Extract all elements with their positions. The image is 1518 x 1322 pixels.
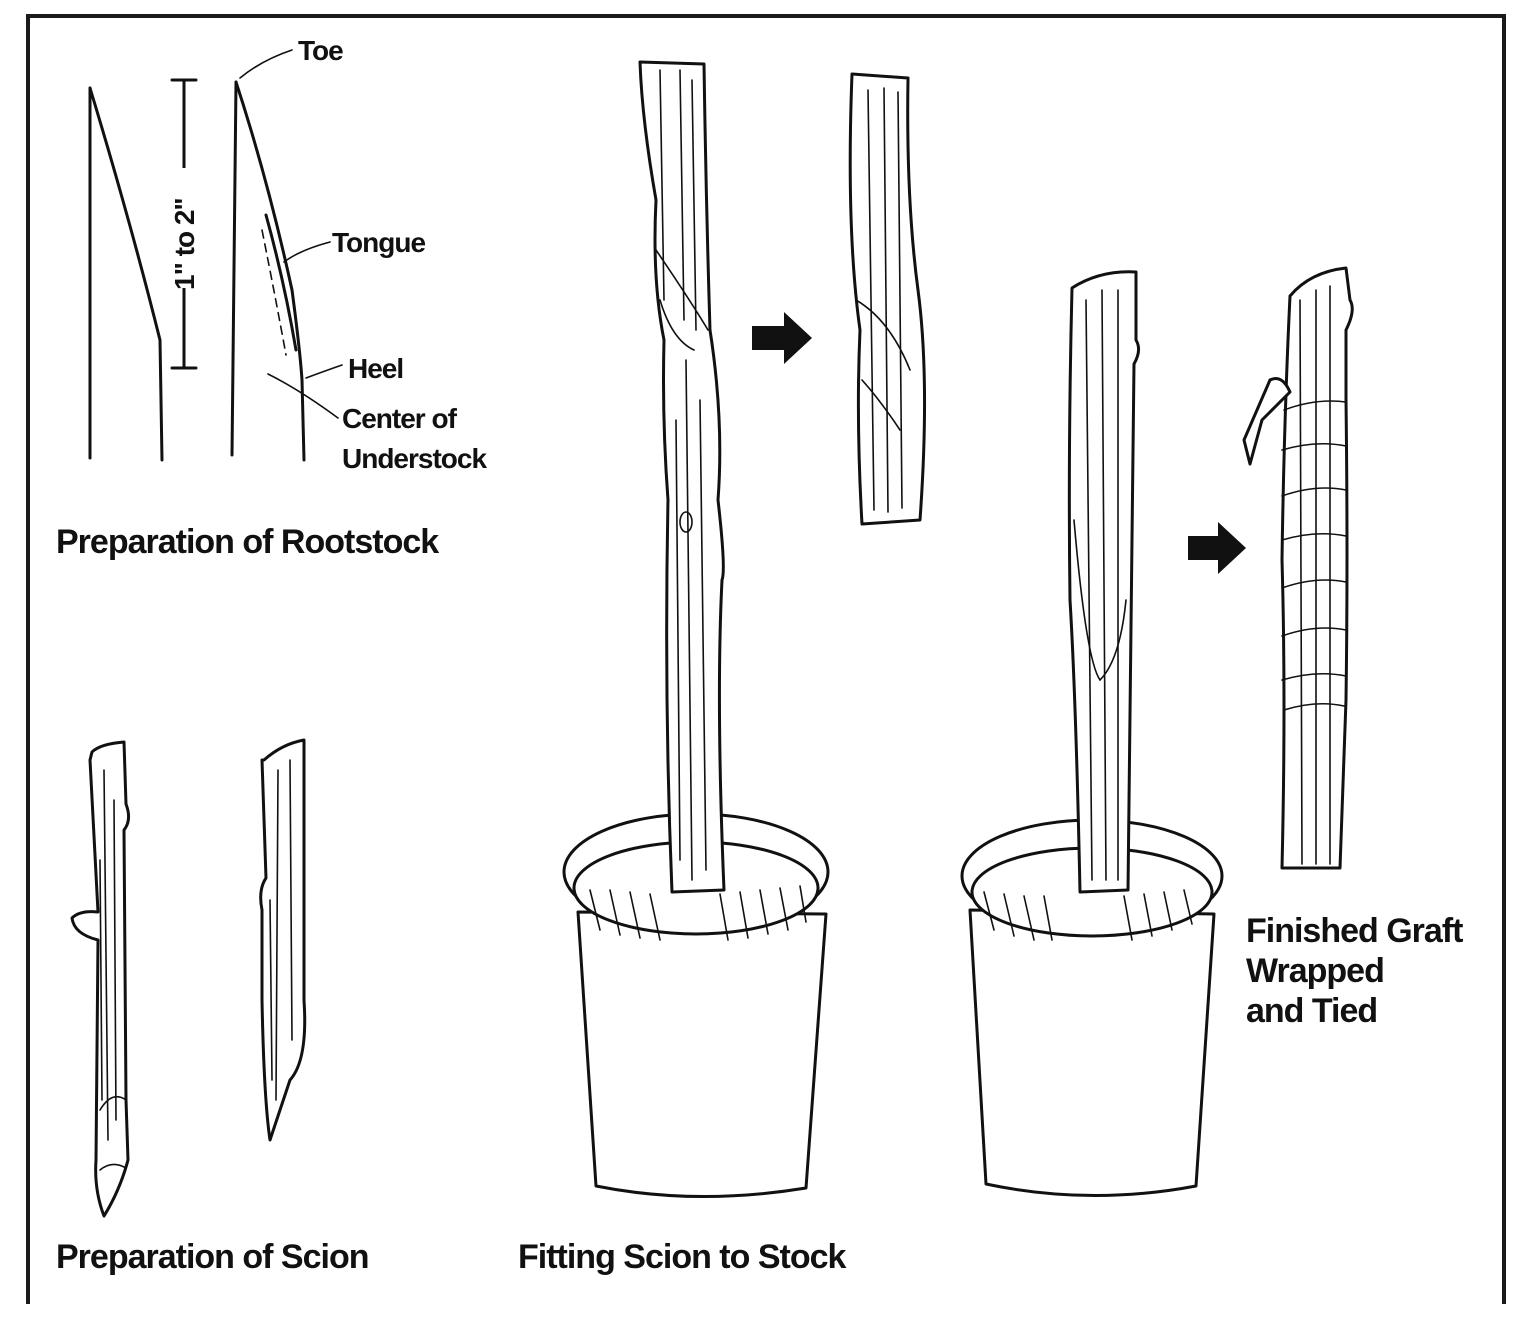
rootstock-cut-plain (88, 86, 164, 462)
finished-caption-line3: and Tied (1246, 992, 1377, 1030)
arrow-right-icon (752, 312, 812, 364)
fitting-caption: Fitting Scion to Stock (518, 1238, 847, 1276)
scion-stick-left (70, 740, 131, 1218)
finished-graft-stem (1242, 266, 1354, 870)
wrapped-stem-pot (1067, 270, 1141, 894)
graft-detail-stem (848, 72, 927, 526)
center-pointer (267, 373, 339, 419)
toe-pointer (239, 49, 293, 79)
rootstock-measure: 1" to 2" (168, 78, 200, 370)
center-label-line2: Understock (342, 443, 487, 474)
finished-caption-line1: Finished Graft (1246, 912, 1463, 950)
measure-label: 1" to 2" (169, 198, 200, 290)
rootstock-cut-tongue (230, 80, 306, 462)
scion-caption: Preparation of Scion (56, 1238, 369, 1276)
toe-label: Toe (298, 35, 343, 66)
finished-caption-line2: Wrapped (1246, 952, 1384, 990)
scion-stick-right (259, 738, 307, 1142)
arrow-right-icon (1188, 522, 1246, 574)
grafted-stem-left (638, 60, 726, 894)
heel-pointer (305, 364, 343, 379)
center-label-line1: Center of (342, 403, 458, 434)
tongue-label: Tongue (332, 227, 425, 258)
tongue-pointer (283, 241, 331, 263)
rootstock-caption: Preparation of Rootstock (56, 523, 439, 561)
heel-label: Heel (348, 353, 403, 384)
